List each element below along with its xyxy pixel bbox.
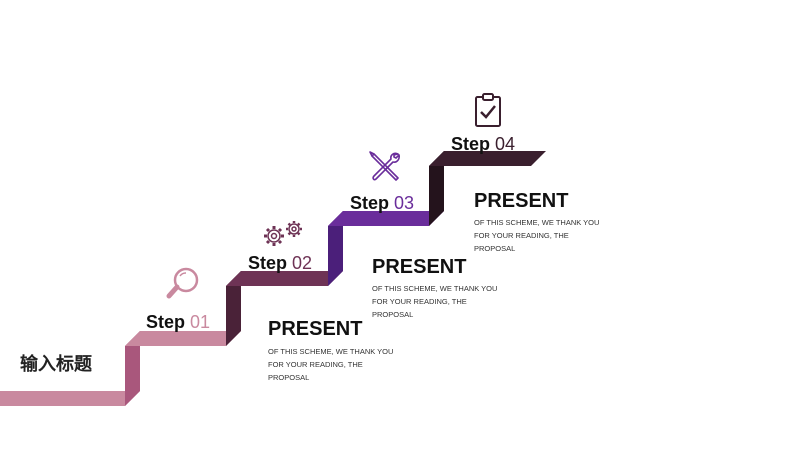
step-label-3: Step 03 [350,193,414,214]
step-label-1: Step 01 [146,312,210,333]
step-word: Step [350,193,390,213]
step-word: Step [248,253,288,273]
step-number: 02 [292,253,313,273]
step-number: 03 [394,193,415,213]
tools-icon [369,151,400,181]
step-word: Step [146,312,186,332]
stair-riser-2 [226,271,241,346]
present-text-2: OF THIS SCHEME, WE THANK YOU FOR YOUR RE… [372,284,498,319]
present-heading-1: PRESENT [268,318,363,340]
present-text-3: OF THIS SCHEME, WE THANK YOU FOR YOUR RE… [474,218,600,253]
stair-tread-2 [226,271,343,286]
step-number: 01 [190,312,211,332]
stair-riser-4 [429,151,444,226]
present-heading-2: PRESENT [372,256,467,278]
stair-tread-1 [125,331,241,346]
step-label-4: Step 04 [451,134,515,155]
step-word: Step [451,134,491,154]
stair-tread-3 [328,211,444,226]
present-text-1: OF THIS SCHEME, WE THANK YOU FOR YOUR RE… [268,347,394,382]
step-label-2: Step 02 [248,253,312,274]
stair-tread-1-bottom [0,391,140,406]
present-heading-3: PRESENT [474,190,569,212]
slide-title: 输入标题 [20,354,92,375]
clipboard-check-icon [475,93,501,127]
stair-riser-1 [125,331,140,406]
stair-riser-3 [328,211,343,286]
gears-icon [264,221,302,246]
step-number: 04 [495,134,516,154]
stair-tread-4 [429,151,546,166]
magnifier-icon [166,267,199,299]
